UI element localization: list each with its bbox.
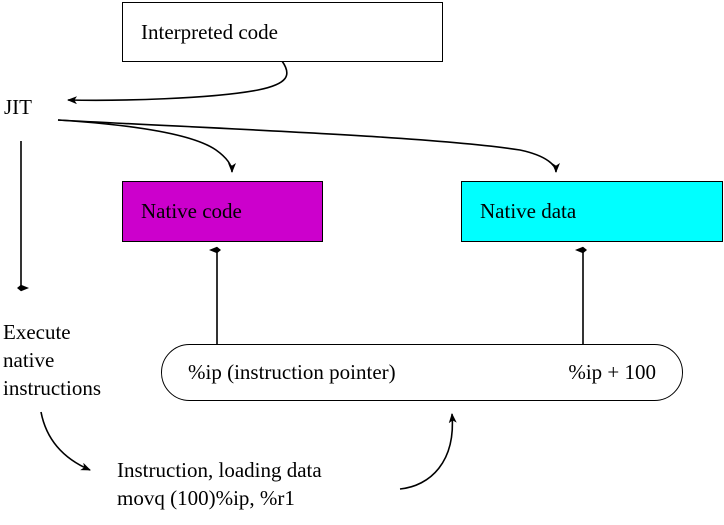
label-instruction-line-1: Instruction, loading data: [117, 458, 322, 482]
label-execute-line-2: native: [3, 348, 55, 372]
node-native-data-label: Native data: [480, 199, 577, 223]
edge-jit-to-native-code: [57, 119, 236, 173]
node-native-data[interactable]: Native data: [461, 181, 723, 242]
node-interpreted-code-label: Interpreted code: [141, 19, 279, 44]
label-execute-line-1: Execute: [3, 320, 71, 344]
edge-instruction-to-ip-box: [399, 413, 457, 490]
label-instruction-line-2: movq (100)%ip, %r1: [117, 486, 295, 510]
label-execute-native-instructions: Execute native instructions: [3, 318, 101, 402]
edge-interpreted-code-to-jit: [67, 60, 288, 105]
edge-execute-to-instruction: [40, 411, 91, 471]
instruction-pointer-label: %ip (instruction pointer): [188, 360, 396, 384]
edge-jit-to-native-data: [57, 119, 560, 173]
node-interpreted-code[interactable]: Interpreted code: [122, 2, 443, 62]
node-instruction-pointer-box[interactable]: %ip (instruction pointer) %ip + 100: [161, 344, 683, 401]
node-native-code[interactable]: Native code: [122, 181, 323, 242]
instruction-pointer-offset-label: %ip + 100: [568, 360, 656, 384]
node-native-code-label: Native code: [141, 199, 242, 223]
label-instruction-loading-data: Instruction, loading data movq (100)%ip,…: [117, 456, 322, 512]
label-jit: JIT: [4, 95, 32, 119]
label-execute-line-3: instructions: [3, 376, 101, 400]
